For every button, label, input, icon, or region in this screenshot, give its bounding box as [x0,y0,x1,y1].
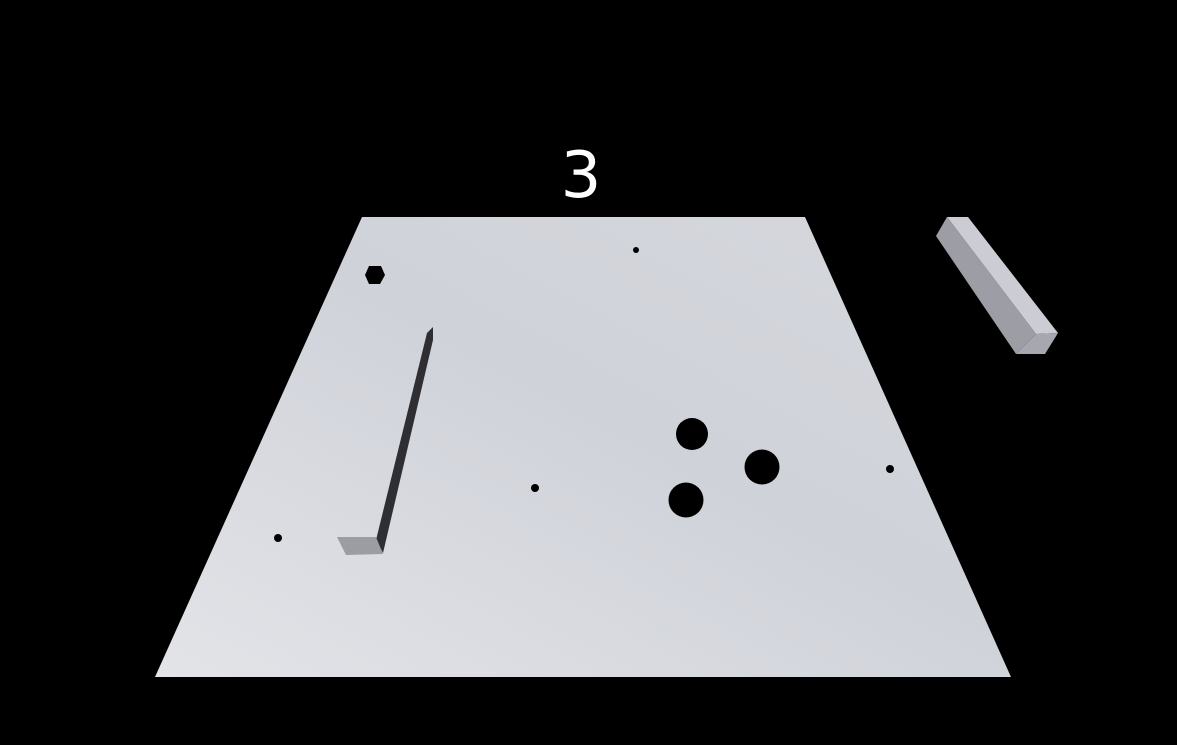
level-counter: 3 [560,139,602,213]
holes [274,247,894,542]
hole [676,418,708,450]
hole [886,465,894,473]
inner-wall-shadow-face [376,327,433,553]
hole [744,449,780,485]
floating-wall-top-face [947,217,1058,334]
floating-wall-side-face [936,217,1036,354]
inner-wall [337,327,433,555]
floating-wall [936,217,1058,354]
hole [274,534,282,542]
hole [365,266,385,284]
hole [633,247,639,253]
floor-board [155,217,1011,677]
hole [531,484,539,492]
hole [668,482,704,518]
inner-wall-end-face [337,537,383,555]
floating-wall-end-face [1016,333,1058,354]
